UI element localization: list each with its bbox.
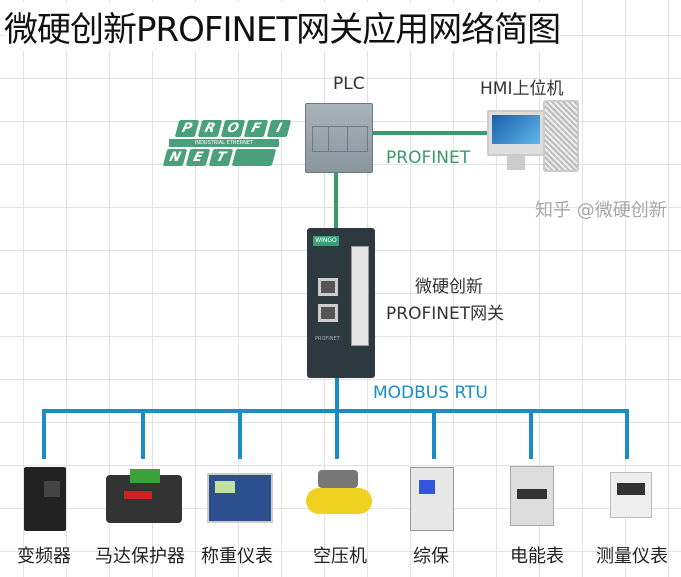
bus-drop (141, 409, 145, 459)
measuring-meter-image (610, 472, 652, 518)
device-label-measuring: 测量仪表 (596, 546, 668, 567)
energy-meter-image (510, 466, 554, 526)
computer-stand (507, 156, 525, 170)
ethernet-port (318, 304, 338, 322)
profinet-link-label: PROFINET (386, 148, 471, 168)
device-label-inverter: 变频器 (17, 546, 71, 567)
logo-letter: I (266, 120, 292, 137)
computer-tower (543, 100, 579, 172)
gateway-port-label: PROFINET (315, 336, 340, 342)
bus-drop (432, 409, 436, 459)
bus-drop (529, 409, 533, 459)
gateway-badge: WINGO (313, 236, 339, 246)
page-title: 微硬创新PROFINET网关应用网络简图 (4, 2, 561, 51)
inverter-image (24, 467, 66, 531)
bus-drop (335, 409, 339, 459)
plc-device (305, 103, 373, 173)
device-label-motor-protector: 马达保护器 (95, 546, 185, 567)
protection-relay-image (410, 467, 454, 531)
device-label-weighing: 称重仪表 (201, 546, 273, 567)
bus-drop (625, 409, 629, 459)
gateway-label-line2: PROFINET网关 (386, 304, 505, 324)
weighing-indicator-image (207, 473, 273, 523)
gateway-device: WINGO PROFINET (307, 228, 375, 378)
gateway-label-line1: 微硬创新 (415, 277, 483, 297)
device-label-protection: 综保 (413, 546, 449, 567)
watermark: 知乎 @微硬创新 (535, 200, 667, 221)
modbus-label: MODBUS RTU (373, 383, 488, 403)
device-label-energy-meter: 电能表 (510, 546, 564, 567)
hmi-computer (487, 110, 545, 156)
logo-letter: O (220, 120, 246, 137)
logo-letter: P (174, 120, 200, 137)
profinet-link-vertical (334, 173, 338, 228)
logo-letter: F (243, 120, 269, 137)
ethernet-port (318, 278, 338, 296)
bus-drop (42, 409, 46, 459)
logo-letter: T (208, 149, 234, 166)
device-label-compressor: 空压机 (313, 546, 367, 567)
motor-protector-image (106, 469, 182, 523)
logo-letter: E (185, 149, 211, 166)
bus-drop (238, 409, 242, 459)
profinet-link-horizontal (373, 131, 487, 135)
modbus-trunk (335, 378, 339, 413)
logo-subtitle: INDUSTRIAL ETHERNET (169, 139, 279, 147)
logo-letter: R (197, 120, 223, 137)
plc-label: PLC (333, 74, 365, 94)
compressor-head (318, 470, 358, 488)
hmi-label: HMI上位机 (480, 79, 564, 99)
air-compressor-image (306, 488, 372, 514)
logo-letter: N (162, 149, 188, 166)
